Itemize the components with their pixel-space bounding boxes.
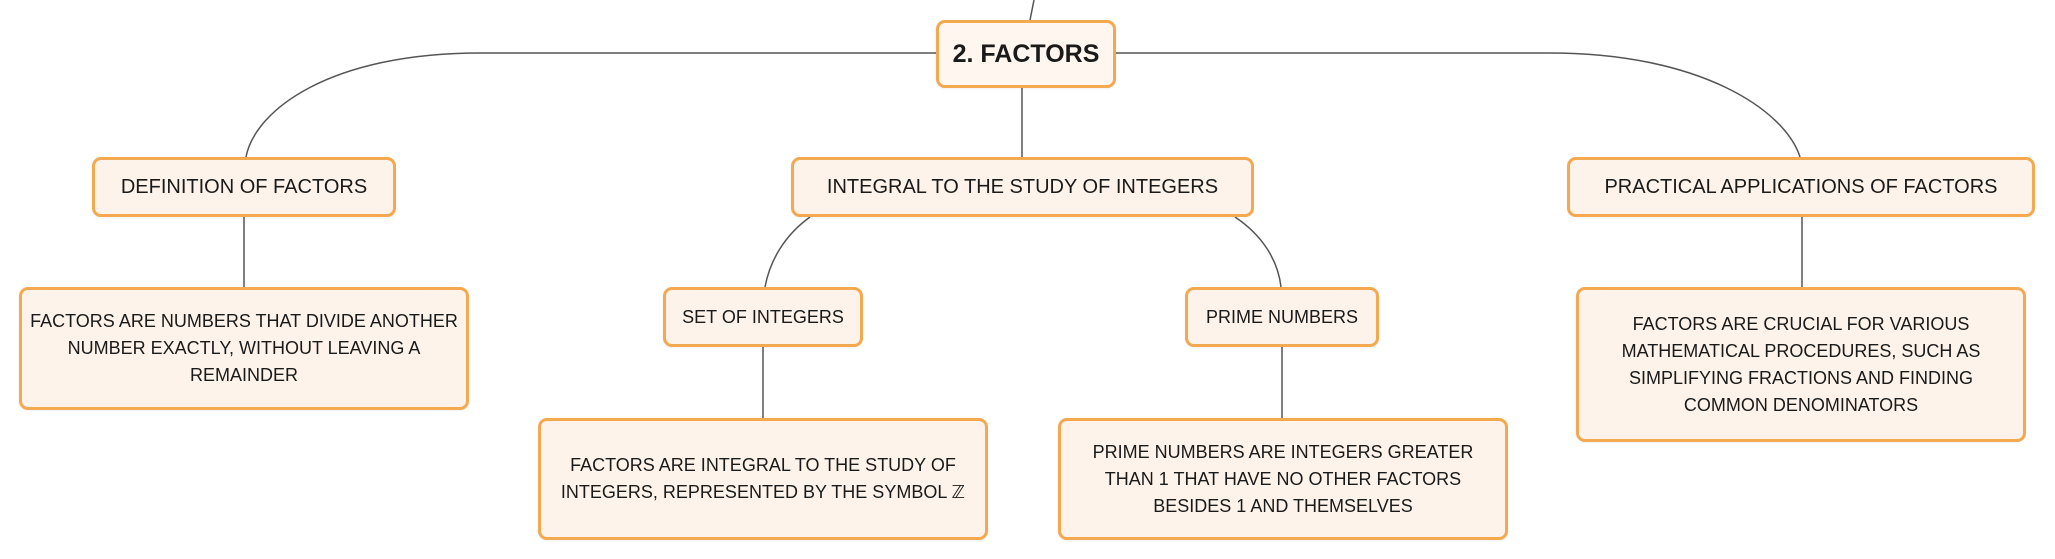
integral-to-integers-label: INTEGRAL TO THE STUDY OF INTEGERS xyxy=(826,175,1219,198)
prime-numbers-detail-node[interactable]: PRIME NUMBERS ARE INTEGERS GREATER THAN … xyxy=(1058,418,1508,540)
set-of-integers-detail-node[interactable]: FACTORS ARE INTEGRAL TO THE STUDY OF INT… xyxy=(538,418,988,540)
connector-root-practical xyxy=(1116,52,1801,158)
set-of-integers-label: SET OF INTEGERS xyxy=(682,306,844,327)
root-label: 2. FACTORS xyxy=(952,39,1100,68)
prime-numbers-node[interactable]: PRIME NUMBERS xyxy=(1185,287,1379,347)
practical-applications-node[interactable]: PRACTICAL APPLICATIONS OF FACTORS xyxy=(1567,157,2035,217)
definition-of-factors-node[interactable]: DEFINITION OF FACTORS xyxy=(92,157,396,217)
root-node[interactable]: 2. FACTORS xyxy=(936,20,1116,88)
integral-to-integers-node[interactable]: INTEGRAL TO THE STUDY OF INTEGERS xyxy=(791,157,1254,217)
practical-applications-detail-node[interactable]: FACTORS ARE CRUCIAL FOR VARIOUS MATHEMAT… xyxy=(1576,287,2026,442)
connector-integral-prime xyxy=(1234,216,1282,288)
prime-numbers-label: PRIME NUMBERS xyxy=(1205,306,1358,327)
connector-integral-set xyxy=(764,216,811,288)
connector-root-definition xyxy=(245,52,936,158)
prime-numbers-detail-text: PRIME NUMBERS ARE INTEGERS GREATER THAN … xyxy=(1092,441,1474,516)
set-of-integers-node[interactable]: SET OF INTEGERS xyxy=(663,287,863,347)
definition-detail-text: FACTORS ARE NUMBERS THAT DIVIDE ANOTHER … xyxy=(30,311,458,385)
set-of-integers-detail-text: FACTORS ARE INTEGRAL TO THE STUDY OF INT… xyxy=(560,455,966,502)
practical-applications-label: PRACTICAL APPLICATIONS OF FACTORS xyxy=(1604,175,1998,198)
practical-applications-detail-text: FACTORS ARE CRUCIAL FOR VARIOUS MATHEMAT… xyxy=(1621,313,1981,415)
definition-detail-node[interactable]: FACTORS ARE NUMBERS THAT DIVIDE ANOTHER … xyxy=(19,287,469,410)
connector-incoming-root xyxy=(1029,0,1035,21)
definition-of-factors-label: DEFINITION OF FACTORS xyxy=(120,175,368,198)
